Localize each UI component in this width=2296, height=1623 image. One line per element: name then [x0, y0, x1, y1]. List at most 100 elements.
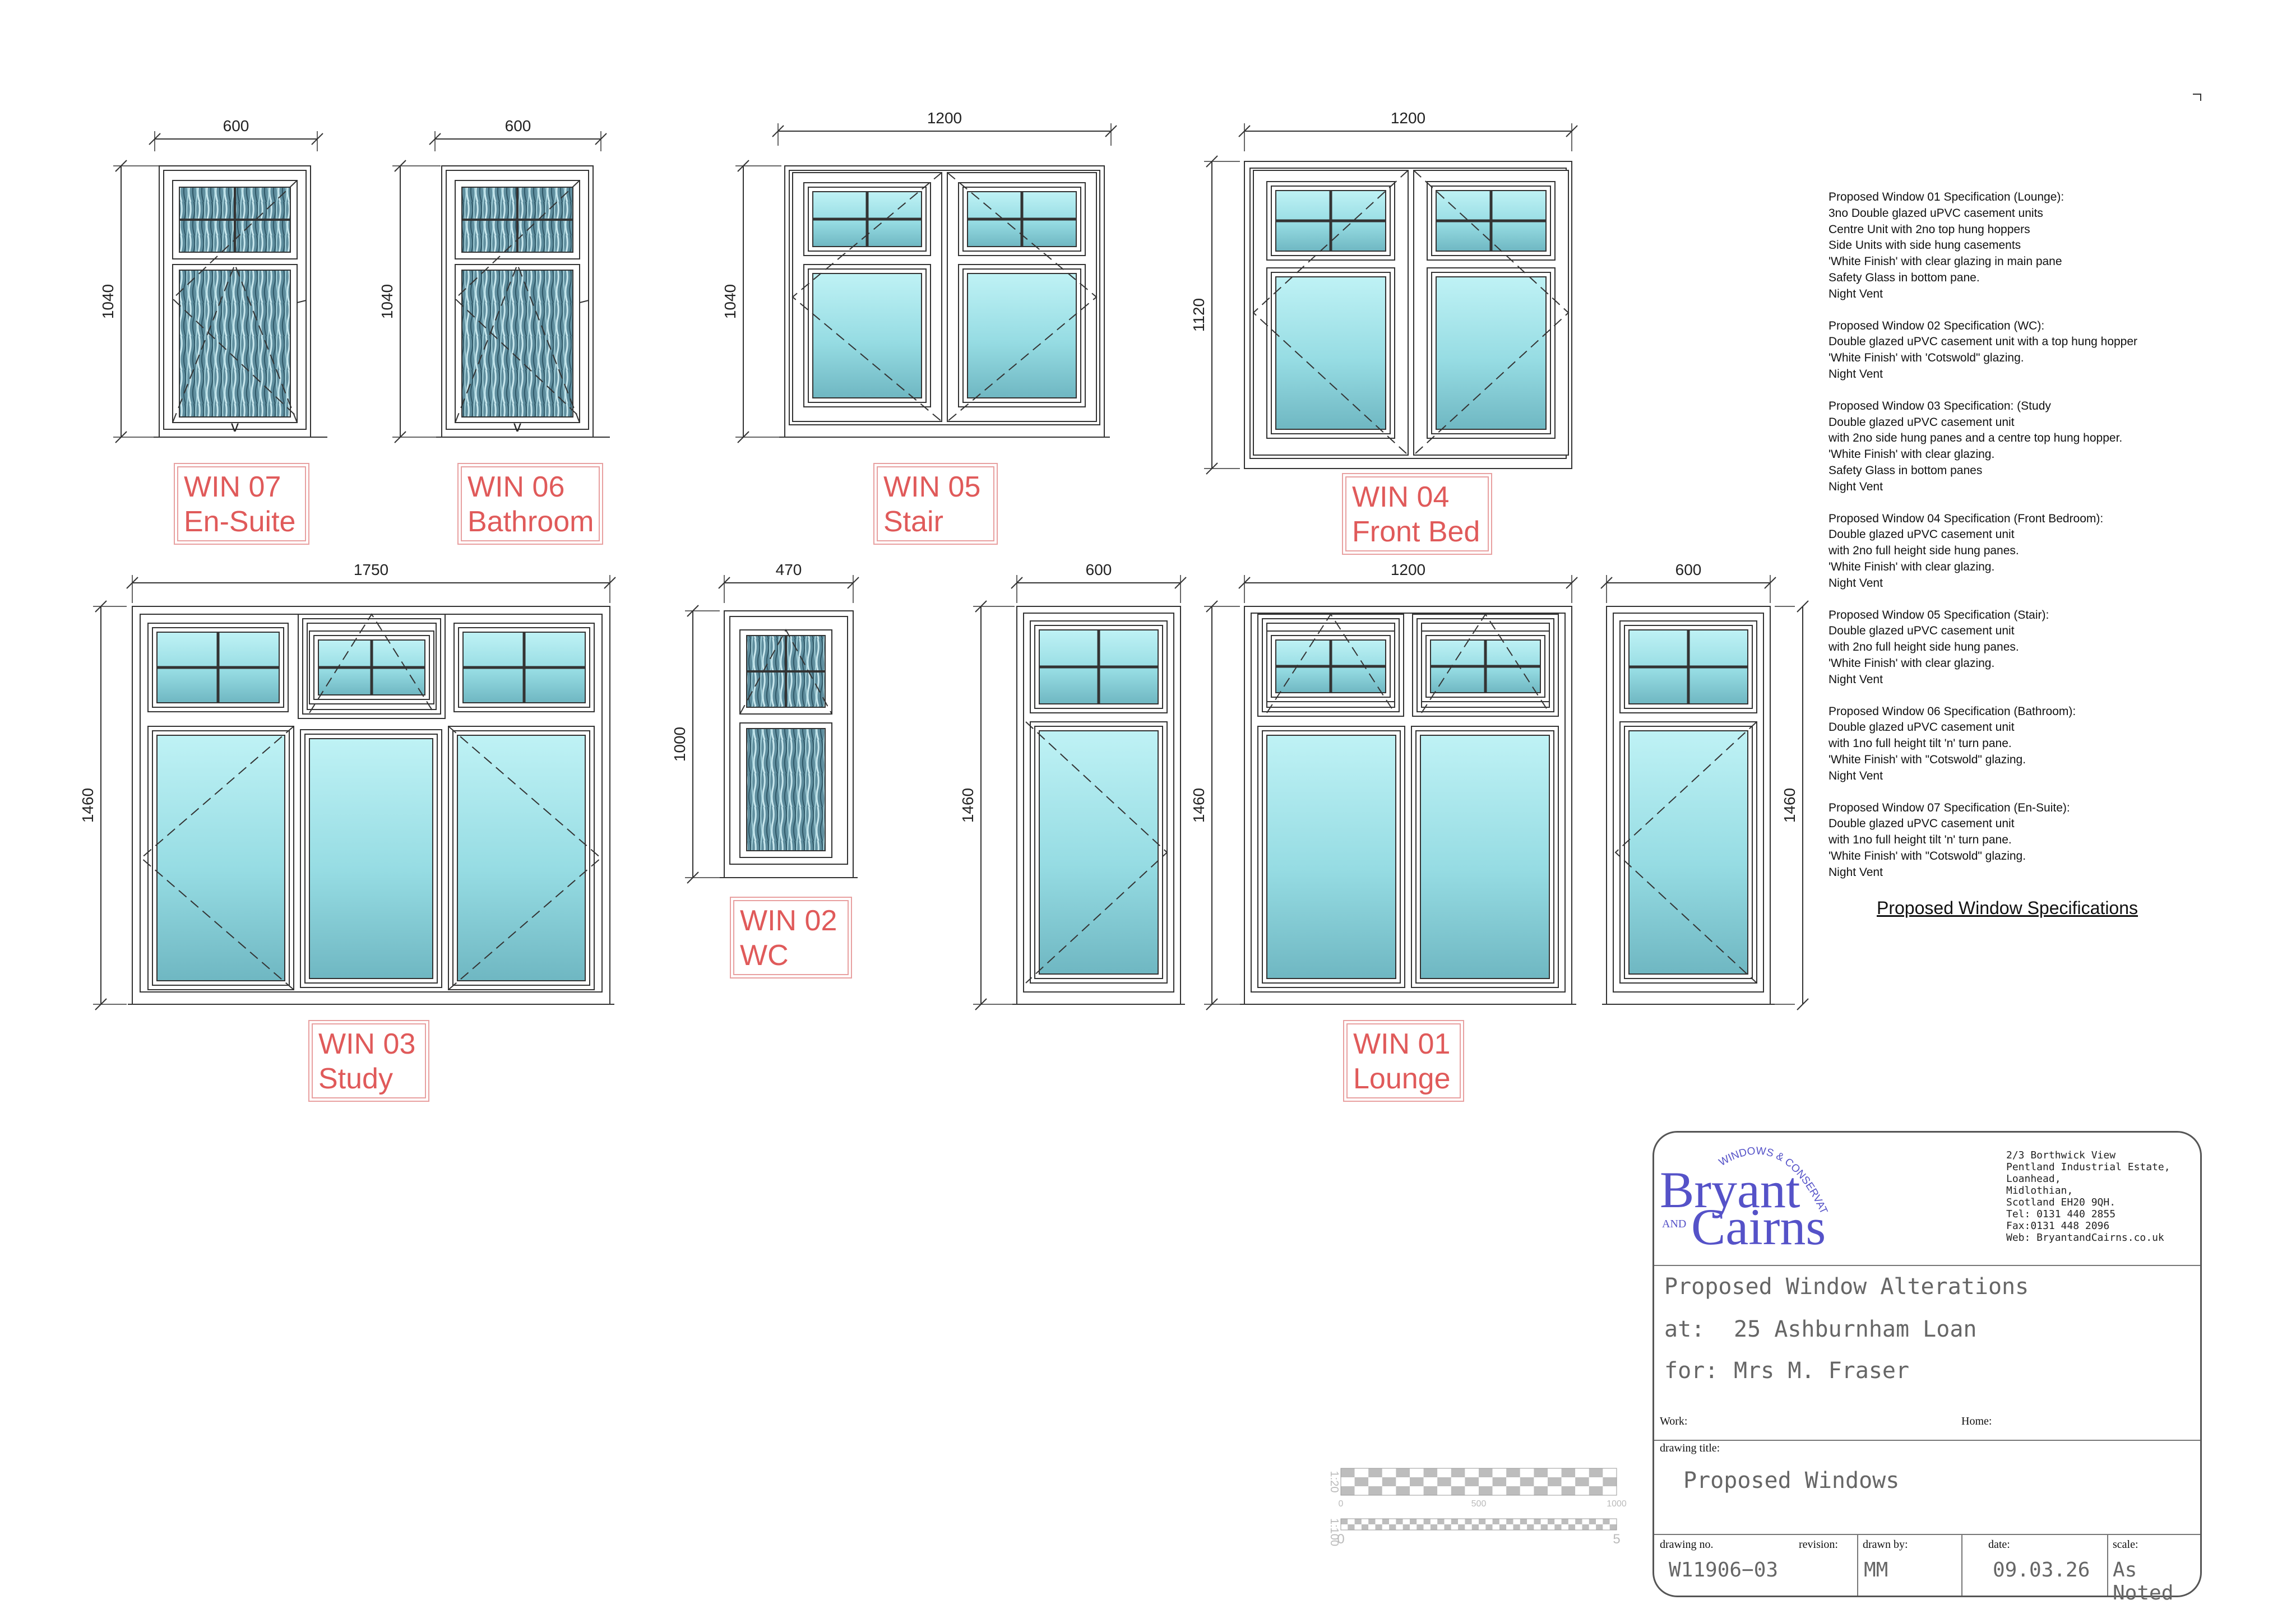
- glass-pane: [1039, 730, 1159, 975]
- scale-cell: [1437, 1519, 1445, 1524]
- scale-value: As Noted: [2113, 1559, 2174, 1605]
- dimension-label: 1200: [1391, 109, 1425, 127]
- scale-cell: [1603, 1524, 1610, 1530]
- spec-line: Centre Unit with 2no top hung hoppers: [1829, 222, 2030, 236]
- scale-cell: [1534, 1486, 1548, 1495]
- scale-label: scale:: [2113, 1538, 2138, 1551]
- tick-mark: [1238, 125, 1251, 137]
- scale-cell: [1417, 1519, 1424, 1524]
- opening-indicator: [1421, 613, 1550, 713]
- tick-mark: [737, 160, 749, 172]
- scale-cell: [1527, 1524, 1534, 1530]
- scale-cell: [1596, 1524, 1603, 1530]
- scale-cell: [1375, 1519, 1382, 1524]
- company-address: 2/3 Borthwick View Pentland Industrial E…: [2006, 1149, 2170, 1244]
- scale-cell: [1506, 1524, 1513, 1530]
- scale-cell: [1382, 1477, 1396, 1486]
- divider-drawing-title: [1654, 1440, 2200, 1441]
- scale-cell: [1520, 1486, 1534, 1495]
- horizontal-dimension: 600: [429, 117, 607, 151]
- glazed-pane: [309, 630, 434, 704]
- vent-mark: v: [513, 418, 521, 435]
- spec-line: Night Vent: [1829, 367, 1883, 381]
- tick-mark: [394, 160, 406, 172]
- glazed-pane: [958, 182, 1086, 256]
- project-at-label: at:: [1664, 1316, 1705, 1342]
- spec-line: Night Vent: [1829, 287, 1883, 300]
- dimension-label: 1460: [959, 788, 976, 823]
- spec-block-7: Proposed Window 07 Specification (En-Sui…: [1829, 800, 2232, 881]
- scale-cell: [1506, 1468, 1520, 1477]
- label-win04-code: WIN 04: [1352, 481, 1450, 513]
- tick-mark: [1206, 155, 1218, 168]
- label-win03: WIN 03 Study: [308, 1020, 429, 1102]
- vertical-dimension: 1040: [99, 160, 160, 443]
- scale-cell: [1396, 1468, 1410, 1477]
- title-block: WINDOWS & CONSERVATORIES Bryant AND Cair…: [1650, 1124, 2202, 1605]
- scale-cell: [1458, 1519, 1465, 1524]
- scale-cell: [1575, 1524, 1582, 1530]
- dimension-label: 1200: [927, 109, 962, 127]
- spec-line: Double glazed uPVC casement unit: [1829, 528, 2015, 541]
- sash-inner: [808, 268, 927, 403]
- scale-cell: [1396, 1524, 1403, 1530]
- home-label: Home:: [1961, 1415, 1992, 1427]
- scale-cell: [1492, 1477, 1507, 1486]
- label-win03-code: WIN 03: [318, 1028, 416, 1060]
- spec-line: Safety Glass in bottom panes: [1829, 463, 1983, 477]
- scale-cell: [1368, 1486, 1382, 1495]
- tick-mark: [1206, 600, 1218, 613]
- main-glass: [179, 270, 291, 418]
- spec-block-6: Proposed Window 06 Specification (Bathro…: [1829, 704, 2232, 785]
- label-win01-name: Lounge: [1353, 1063, 1451, 1095]
- opening-indicator: [1614, 721, 1757, 984]
- horizontal-dimension: 600: [1011, 561, 1187, 603]
- scale-cell: [1485, 1524, 1493, 1530]
- glazed-pane: [147, 623, 289, 712]
- vertical-dimension: 1040: [378, 160, 441, 443]
- tick-mark: [975, 600, 987, 613]
- scale-cell: [1589, 1468, 1603, 1477]
- divider-project: [1654, 1265, 2200, 1266]
- scale-cell: [1389, 1524, 1396, 1530]
- label-win04-name: Front Bed: [1352, 516, 1480, 548]
- label-win07-code: WIN 07: [184, 471, 281, 503]
- opening-indicator: [791, 172, 942, 422]
- scale-tick-label: 0: [1339, 1499, 1344, 1509]
- opening-indicator: [1266, 613, 1395, 713]
- opening-indicator: [1025, 721, 1168, 984]
- dimension-label: 600: [1086, 561, 1112, 578]
- scale-cell: [1348, 1519, 1355, 1524]
- scale-cell: [1575, 1468, 1589, 1477]
- sash-inner: [304, 734, 438, 984]
- logo-arc-text: WINDOWS & CONSERVATORIES: [1650, 1124, 1830, 1216]
- centre-frame-inner: [1251, 613, 1566, 993]
- spec-line: 'White Finish' with clear glazing.: [1829, 560, 1995, 573]
- glass-pane: [156, 735, 285, 981]
- scale-cell: [1561, 1486, 1576, 1495]
- scale-cell: [1410, 1477, 1424, 1486]
- scale-cell: [1368, 1468, 1382, 1477]
- scale-frame-top: [1340, 1468, 1617, 1496]
- glazed-pane: [803, 264, 931, 407]
- spec-line: Double glazed uPVC casement unit: [1829, 415, 2015, 429]
- scale-cell: [1561, 1468, 1576, 1477]
- drawing-no: W11906−03: [1669, 1559, 1779, 1582]
- spec-line: 'White Finish' with clear glazing in mai…: [1829, 255, 2062, 268]
- spec-line: with 1no full height tilt 'n' turn pane.: [1829, 833, 2012, 847]
- label-win05: WIN 05 Stair: [873, 463, 998, 545]
- dimension-label: 1120: [1190, 298, 1207, 332]
- scale-cell: [1410, 1468, 1424, 1477]
- spec-heading: Proposed Window 03 Specification: (Study: [1829, 399, 2051, 412]
- scale-cell: [1582, 1524, 1589, 1530]
- scale-cell: [1465, 1477, 1479, 1486]
- spec-heading: Proposed Window 06 Specification (Bathro…: [1829, 704, 2076, 718]
- scale-cell: [1520, 1524, 1527, 1530]
- scale-cell: [1589, 1524, 1596, 1530]
- sash-inner: [452, 730, 590, 986]
- scale-cell: [1520, 1468, 1534, 1477]
- tick-mark: [595, 133, 607, 145]
- spec-line: Night Vent: [1829, 865, 1883, 879]
- scale-cell: [1548, 1468, 1562, 1477]
- horizontal-dimension: 1200: [1238, 109, 1578, 151]
